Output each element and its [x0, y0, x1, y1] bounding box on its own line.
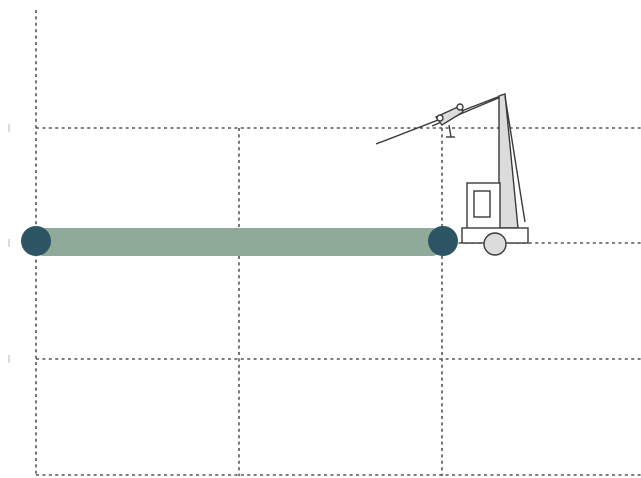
start-point-icon	[21, 226, 51, 256]
robot-joint-2	[457, 104, 463, 110]
robot-tool-stem	[449, 125, 451, 137]
robot-joint-1	[437, 115, 443, 121]
robot-body-window	[474, 191, 490, 217]
robot-wheel	[484, 233, 506, 255]
path-track	[36, 228, 440, 256]
goal-point-icon	[428, 226, 458, 256]
